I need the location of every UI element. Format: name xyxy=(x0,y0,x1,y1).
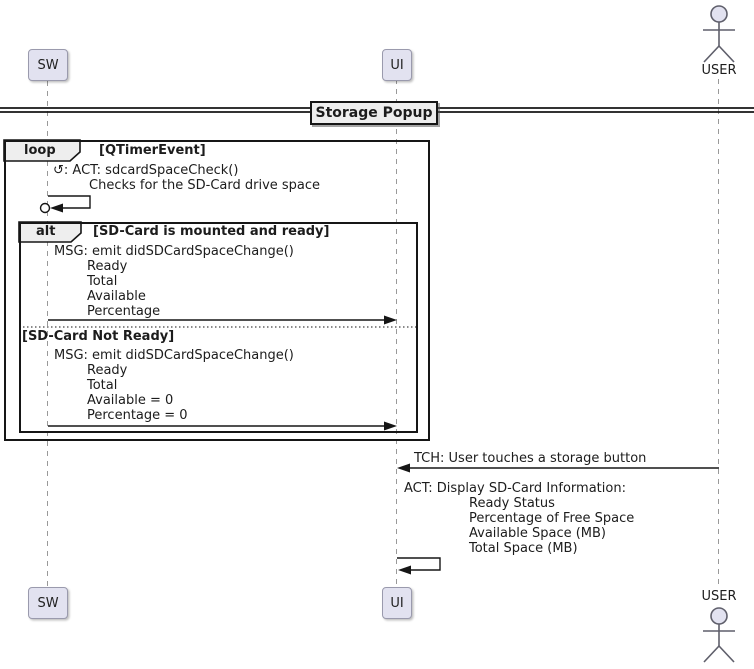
check-message-subtext: Checks for the SD-Card drive space xyxy=(89,178,321,193)
participant-sw-top: SW xyxy=(28,49,68,81)
participant-ui-bottom: UI xyxy=(382,587,412,619)
participant-ui-label-bottom: UI xyxy=(390,595,404,611)
msg-ready-title: MSG: emit didSDCardSpaceChange() xyxy=(54,244,294,259)
msg-not-ready-line: Total xyxy=(87,378,118,393)
display-message-line: Available Space (MB) xyxy=(469,526,607,541)
message-arrow-ready xyxy=(48,315,397,325)
alt-frame xyxy=(19,222,418,433)
display-message-title: ACT: Display SD-Card Information: xyxy=(404,481,626,496)
loop-frame xyxy=(4,140,430,441)
recur-icon: ↺ xyxy=(53,163,64,178)
participant-user-label-bottom: USER xyxy=(701,589,737,604)
msg-not-ready-line: Percentage = 0 xyxy=(87,408,188,423)
participant-user-label-top: USER xyxy=(701,63,737,78)
title-box: Storage Popup xyxy=(310,101,438,125)
diagram-title: Storage Popup xyxy=(315,105,433,121)
participant-sw-label: SW xyxy=(37,57,59,73)
msg-ready-line: Total xyxy=(87,274,118,289)
loop-guard: [QTimerEvent] xyxy=(99,143,206,158)
alt-guard-not-ready: [SD-Card Not Ready] xyxy=(22,329,175,344)
self-message-display-arrow xyxy=(397,557,441,575)
msg-ready-line: Ready xyxy=(87,259,128,274)
msg-not-ready-line: Available = 0 xyxy=(87,393,174,408)
participant-ui-top: UI xyxy=(382,49,412,81)
check-message-label: : ACT: sdcardSpaceCheck() xyxy=(63,163,239,178)
participant-sw-label-bottom: SW xyxy=(37,595,59,611)
display-message-line: Percentage of Free Space xyxy=(469,511,635,526)
display-message-line: Ready Status xyxy=(469,496,555,511)
message-arrow-touch xyxy=(397,463,719,473)
message-arrow-not-ready xyxy=(48,421,397,431)
msg-not-ready-line: Ready xyxy=(87,363,128,378)
loop-operator-label: loop xyxy=(24,143,56,158)
msg-not-ready-title: MSG: emit didSDCardSpaceChange() xyxy=(54,348,294,363)
user-actor-figure-top xyxy=(703,5,735,63)
msg-ready-line: Available xyxy=(87,289,146,304)
participant-ui-label: UI xyxy=(390,57,404,73)
msg-ready-line: Percentage xyxy=(87,304,161,319)
self-message-check-text: ↺: ACT: sdcardSpaceCheck() xyxy=(53,163,238,178)
self-message-check-arrow xyxy=(39,195,91,214)
display-message-line: Total Space (MB) xyxy=(469,541,578,556)
user-actor-figure-bottom xyxy=(703,607,735,663)
participant-sw-bottom: SW xyxy=(28,587,68,619)
alt-operator-label: alt xyxy=(36,224,56,239)
alt-guard-ready: [SD-Card is mounted and ready] xyxy=(93,224,330,239)
touch-message-label: TCH: User touches a storage button xyxy=(414,451,647,466)
